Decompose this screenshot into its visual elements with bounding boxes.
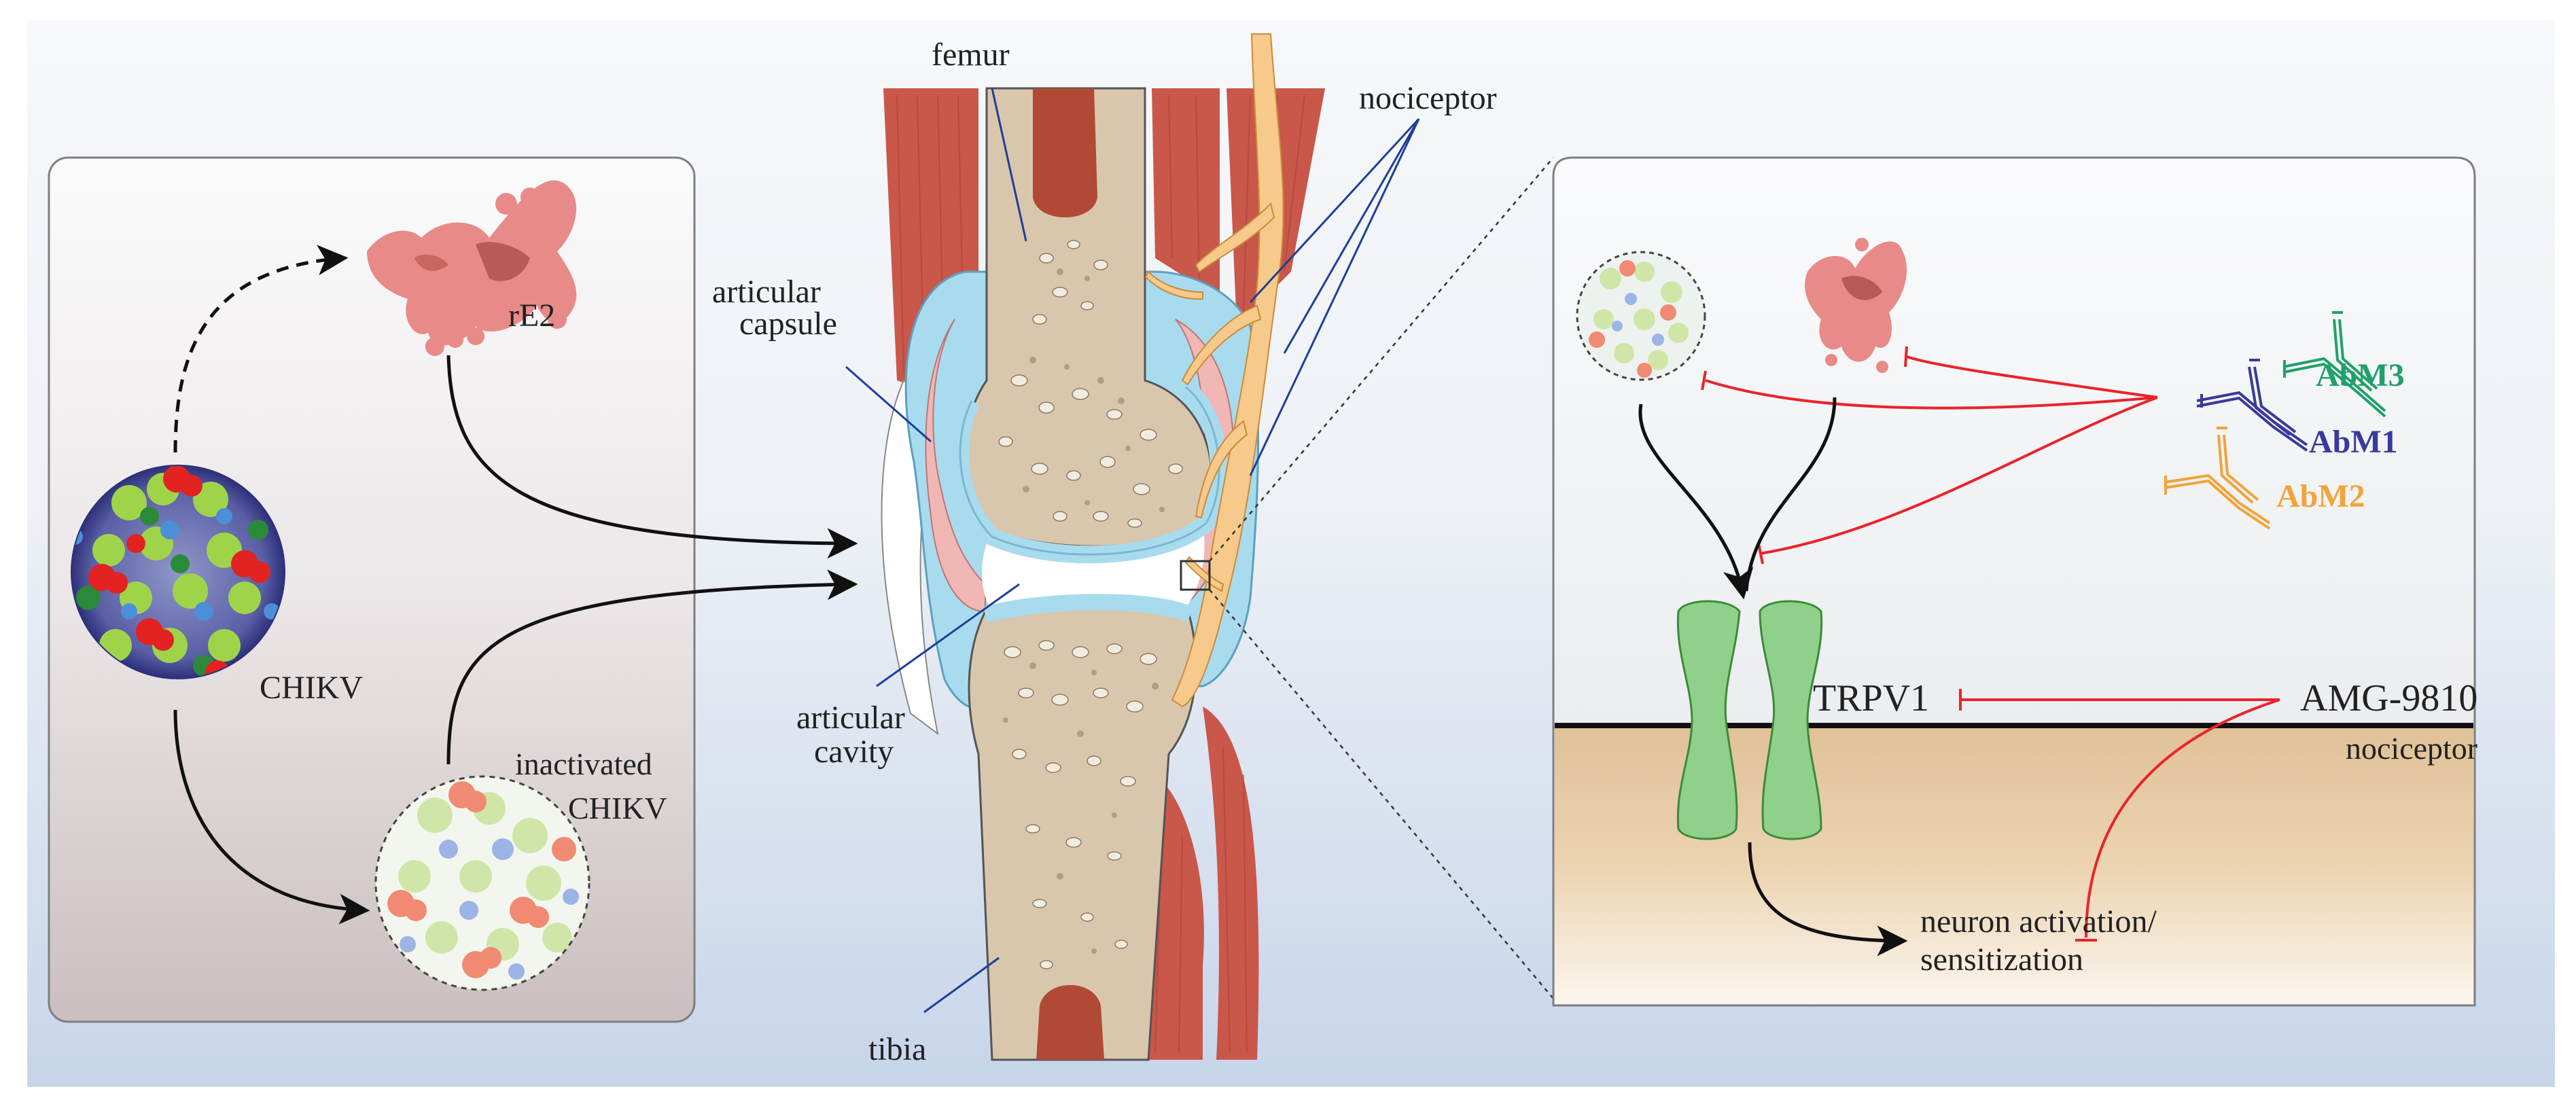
- arrow-trpv1-to-outcome: [1748, 842, 1908, 957]
- cavity-label-line1: articular: [796, 700, 905, 736]
- left-panel: rE2 CHIKV inactivated CHIKV: [48, 156, 858, 1023]
- amg-inhibition-lines: [1959, 689, 2280, 942]
- abm3-label: AbM3: [2316, 357, 2405, 393]
- arrow-re2-to-trpv1: [1744, 397, 1837, 592]
- femur-trabeculae: [998, 240, 1183, 528]
- abm2-label: AbM2: [2276, 478, 2365, 514]
- tibia-marrow: [1036, 985, 1104, 1060]
- abm2-antibody-icon: [2164, 427, 2271, 530]
- small-chikv-icon: [1576, 251, 1706, 381]
- trpv1-label: TRPV1: [1813, 677, 1929, 719]
- cavity-label-line2: cavity: [814, 734, 894, 770]
- femur-marrow: [1033, 88, 1097, 217]
- right-panel: AbM3 AbM1 AbM2 TRPV1 AMG-9810 nociceptor…: [1552, 156, 2477, 1007]
- membrane-nociceptor-label: nociceptor: [2346, 731, 2477, 766]
- chikv-virus-icon: [71, 465, 285, 679]
- abm1-antibody-icon: [2196, 359, 2308, 452]
- upper-middle-muscle: [1152, 88, 1220, 299]
- tibia-cartilage: [983, 594, 1195, 623]
- outcome-label-line2: sensitization: [1920, 942, 2083, 978]
- arrow-inactivated-to-joint: [446, 569, 858, 765]
- nociceptor-nerve: [1144, 33, 1284, 708]
- inactivated-label-line1: inactivated: [515, 747, 652, 781]
- chikv-label: CHIKV: [260, 670, 363, 706]
- inactivated-label-line2: CHIKV: [568, 791, 667, 825]
- abm1-label: AbM1: [2309, 424, 2398, 460]
- arrow-virus-to-trpv1: [1638, 404, 1754, 600]
- knee-joint: femur nociceptor articular capsule artic…: [712, 33, 1554, 1067]
- femur-label: femur: [932, 37, 1010, 73]
- zoom-box: [1180, 560, 1211, 591]
- re2-label: rE2: [508, 298, 555, 334]
- antibody-inhibition-lines: [1701, 346, 2158, 565]
- outcome-label-line1: neuron activation/: [1920, 904, 2157, 940]
- nociceptor-label: nociceptor: [1359, 80, 1497, 116]
- inactivated-chikv-icon: [374, 775, 590, 991]
- trpv1-channel-icon: [1676, 600, 1823, 840]
- tibia-trabeculae: [1004, 640, 1157, 969]
- arrow-re2-to-joint: [446, 355, 858, 559]
- zoom-line-bottom: [1209, 589, 1554, 999]
- amg-9810-label: AMG-9810: [2300, 677, 2477, 719]
- capsule-label-line1: articular: [712, 274, 821, 310]
- capsule-label-line2: capsule: [739, 306, 837, 342]
- arrow-to-inactivated: [173, 709, 370, 925]
- lower-right-muscle: [1203, 707, 1259, 1060]
- leader-lines: [845, 88, 1420, 1014]
- re2-protein-icon: [367, 180, 577, 356]
- abm3-antibody-icon: [2282, 311, 2386, 418]
- zoom-line-top: [1209, 157, 1554, 562]
- tibia-label: tibia: [868, 1031, 926, 1067]
- small-re2-icon: [1805, 238, 1907, 373]
